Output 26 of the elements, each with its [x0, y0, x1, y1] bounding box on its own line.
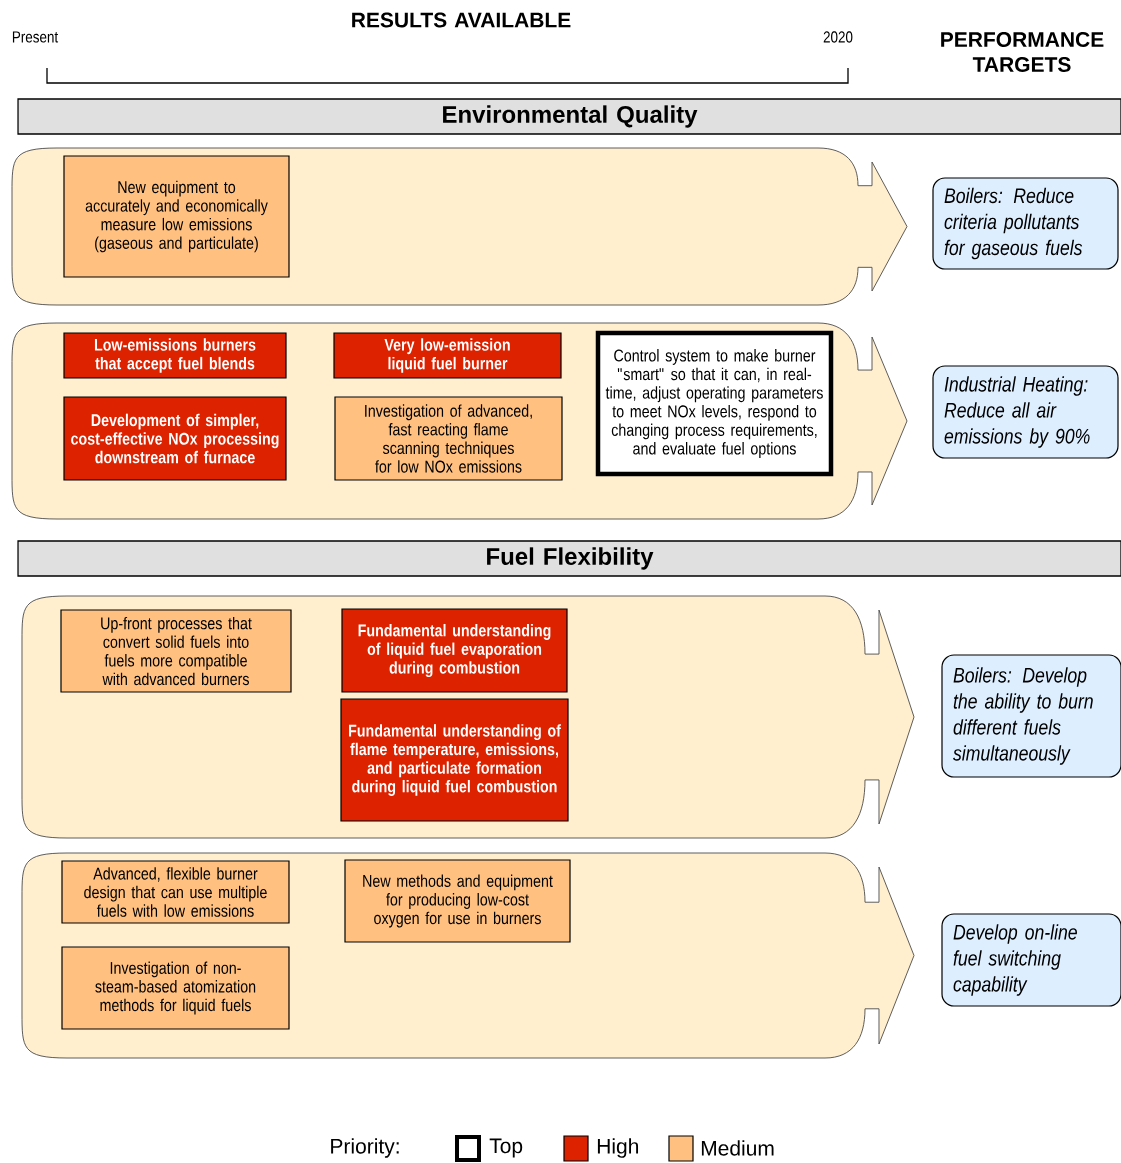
timeline-label: 2020	[823, 31, 853, 43]
activity-box: Development of simpler, cost-effective NOx processing downstream of furnace	[63, 396, 287, 481]
target-callout: Industrial Heating: Reduce all air emissions by 90%	[932, 365, 1119, 459]
activity-box: New equipment to accurately and economically measure low emissions (gaseous and particulate)	[63, 155, 290, 278]
legend-label: Medium	[701, 1140, 774, 1156]
activity-box: Fundamental understanding of liquid fuel evaporation during combustion	[341, 608, 568, 693]
target-callout: Develop on-line fuel switching capability	[941, 913, 1121, 1007]
legend-label: Top	[489, 1138, 523, 1158]
activity-box: Investigation of non-steam-based atomization methods for liquid fuels	[61, 946, 290, 1030]
legend-label: High	[597, 1138, 638, 1158]
activity-box: Investigation of advanced, fast reacting flame scanning techniques for low NOx emissions	[334, 396, 563, 481]
target-callout: Boilers: Reduce criteria pollutants for gaseous fuels	[932, 177, 1119, 270]
band-header: Environmental Quality	[17, 98, 1121, 135]
heading: RESULTS AVAILABLE	[352, 12, 571, 28]
activity-box: Control system to make burner "smart" so that it can, in real-time, adjust operating parameters to meet NOx levels, respond to changing process requirements, and evaluate fuel options	[595, 330, 834, 477]
target-callout: Boilers: Develop the ability to burn different fuels simultaneously	[941, 654, 1121, 778]
timeline-label: Present	[12, 31, 59, 43]
activity-box: New methods and equipment for producing low-cost oxygen for use in burners	[344, 859, 571, 943]
activity-box: Low-emissions burners that accept fuel blends	[63, 332, 287, 379]
activity-box: Fundamental understanding of flame temperature, emissions, and particulate formation during liquid fuel combustion	[340, 698, 569, 822]
legend-title: Priority:	[331, 1138, 399, 1158]
activity-box: Advanced, flexible burner design that can use multiple fuels with low emissions	[61, 860, 290, 924]
band-header: Fuel Flexibility	[17, 540, 1121, 577]
heading: PERFORMANCE TARGETS	[941, 32, 1104, 72]
activity-box: Very low-emission liquid fuel burner	[333, 332, 562, 379]
activity-box: Up-front processes that convert solid fuels into fuels more compatible with advanced burners	[60, 609, 292, 693]
